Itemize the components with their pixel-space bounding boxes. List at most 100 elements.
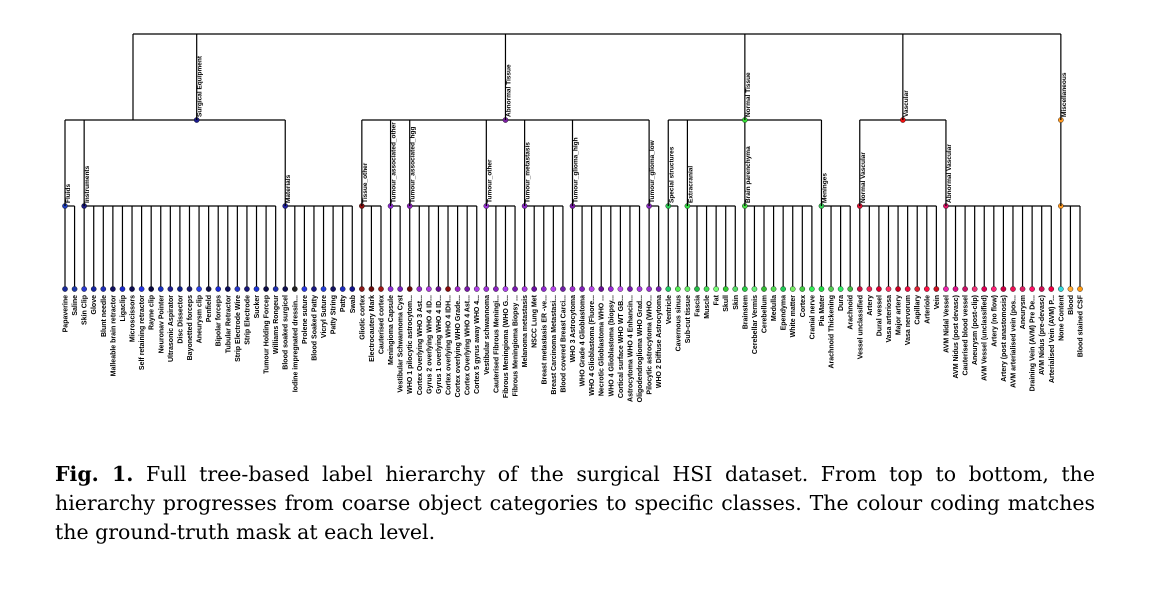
leaf-node — [330, 286, 336, 292]
leaf-label: Arterialised Vein (AVM) P... — [1049, 295, 1056, 383]
leaf-label: Blood stained CSF — [1078, 294, 1085, 357]
leaf-node — [177, 286, 183, 292]
leaf-label: WHO 3 Astrocytoma — [570, 295, 577, 363]
leaf-label: Draining Vein (AVM) Pre De... — [1030, 295, 1037, 391]
leaf-label: Neuronav Pointer — [158, 295, 165, 354]
leaf-label: Skin Clip — [82, 295, 89, 325]
leaf-node — [1077, 286, 1083, 292]
leaf-label: Gliotic cortex — [359, 295, 366, 340]
subgroup-label-materials: Materials — [285, 174, 292, 203]
leaf-node — [71, 286, 78, 292]
leaf-label: Gyrus 2 overlying WHO 4 ID... — [426, 295, 433, 394]
leaf-node — [473, 286, 480, 292]
leaf-label: WHO 2 Diffuse Astrocytoma — [656, 295, 663, 388]
leaf-label: Vasa nervorum — [905, 295, 912, 345]
leaf-label: AVM Nidus (pre-devasc) — [1039, 295, 1046, 375]
leaf-label: Blood soaked surgicel — [283, 295, 290, 370]
leaf-label: Artery (post anastomosis) — [1001, 295, 1008, 382]
leaf-label: Patty — [340, 295, 347, 312]
leaf-label: Bayonetted forceps — [187, 295, 194, 360]
leaf-node — [224, 286, 231, 292]
leaf-label: Gyrus 1 overlying WHO 4 ID... — [436, 295, 443, 394]
leaf-node — [368, 286, 375, 292]
leaf-node — [110, 286, 116, 292]
leaf-node — [1048, 286, 1055, 292]
leaf-node — [751, 286, 758, 292]
leaf-label: AVM Vessel (unclassified) — [982, 295, 989, 381]
leaf-node — [512, 286, 518, 292]
leaf-label: AVM Nidal Vessel — [943, 295, 950, 353]
leaf-label: Fibrous Meningioma Biopsy ... — [513, 295, 520, 397]
leaf-label: Electrocautery Mark — [369, 295, 376, 362]
leaf-node — [157, 286, 164, 292]
leaf-node — [301, 286, 308, 292]
leaf-node — [100, 286, 107, 292]
leaf-node — [703, 286, 710, 292]
leaf-node — [608, 286, 614, 292]
leaf-node — [837, 286, 844, 292]
leaf-label: Tubular Retractor — [225, 295, 232, 353]
leaf-node — [962, 286, 968, 292]
leaf-node — [445, 286, 451, 292]
subgroup-label-brain-parenchyma: Brain parenchyma — [745, 146, 752, 203]
leaf-node — [732, 286, 739, 292]
leaf-label: Microscissors — [130, 295, 137, 342]
leaf-node — [81, 286, 87, 292]
leaf-node — [521, 286, 528, 292]
leaf-label: Blood Soaked Patty — [311, 295, 318, 361]
leaf-node — [665, 286, 672, 292]
leaf-label: Cortical surface WHO WT GB... — [618, 295, 625, 398]
leaf-label: Disc Dissector — [177, 295, 184, 344]
leaf-node — [138, 286, 145, 292]
leaf-node — [627, 286, 633, 292]
leaf-label: Cavernous sinus — [675, 295, 682, 352]
leaf-label: Blood — [1068, 295, 1075, 315]
leaf-label: Sub-cut tissue — [685, 295, 692, 343]
leaf-node — [684, 286, 691, 292]
leaf-label: Sucker — [254, 295, 261, 319]
leaf-node — [569, 286, 576, 292]
leaf-node — [454, 286, 461, 292]
leaf-label: Swab — [350, 295, 357, 313]
leaf-node — [426, 286, 432, 292]
subgroup-label-tumour-metastasis: Tumour_metastasis — [525, 142, 532, 203]
leaf-label: Astrocytoma WHO 4 Enhancin... — [627, 295, 634, 402]
leaf-label: Necrotic Glioblastoma WHO ... — [599, 295, 606, 396]
subgroup-label-abnormal-vascular: Abnormal Vascular — [946, 144, 953, 203]
leaf-node — [675, 286, 681, 292]
leaf-node — [1058, 286, 1064, 292]
leaf-label: Major artery — [896, 295, 903, 335]
subgroup-label-tumour-associated-other: Tumour_associated_other — [391, 122, 398, 203]
leaf-label: Penfield — [206, 295, 213, 322]
leaf-node — [914, 286, 921, 292]
leaf-node — [761, 286, 767, 292]
leaf-label: Vestibular schwannoma — [484, 295, 491, 375]
subgroup-label-extracranial: Extracranial — [687, 166, 694, 203]
leaf-label: Muscle — [704, 295, 711, 319]
leaf-label: Arachnoid — [848, 295, 855, 330]
leaf-label: Dura — [838, 295, 845, 311]
leaf-node — [244, 286, 250, 292]
subgroup-label-normal-vascular: Normal Vascular — [860, 152, 867, 203]
leaf-node — [636, 286, 643, 292]
leaf-label: Self retaining retractor — [139, 295, 146, 370]
caption-text: Full tree-based label hierarchy of the s… — [55, 462, 1095, 544]
leaf-node — [263, 286, 269, 292]
leaf-node — [713, 286, 719, 292]
leaf-node — [378, 286, 384, 292]
leaf-label: Artery — [867, 295, 874, 316]
leaf-label: Tumour Holding Forcep — [264, 295, 271, 374]
leaf-label: AVM arterialised vein (pos... — [1010, 295, 1017, 388]
leaf-label: Cortex Overlying WHO 3 Ast... — [417, 295, 424, 395]
leaf-label: Ultrasonic Aspirator — [168, 295, 175, 362]
leaf-label: Aneurysm clip — [197, 295, 204, 343]
leaf-node — [933, 286, 940, 292]
leaf-label: Strip Electrode Wire — [235, 295, 242, 362]
leaf-node — [1029, 286, 1035, 292]
subgroup-label-tumour-glioma-low: Tumour_glioma_low — [649, 139, 656, 203]
leaf-node — [904, 286, 911, 292]
leaf-node — [406, 286, 413, 292]
leaf-node — [397, 286, 403, 292]
leaf-node — [847, 286, 853, 292]
